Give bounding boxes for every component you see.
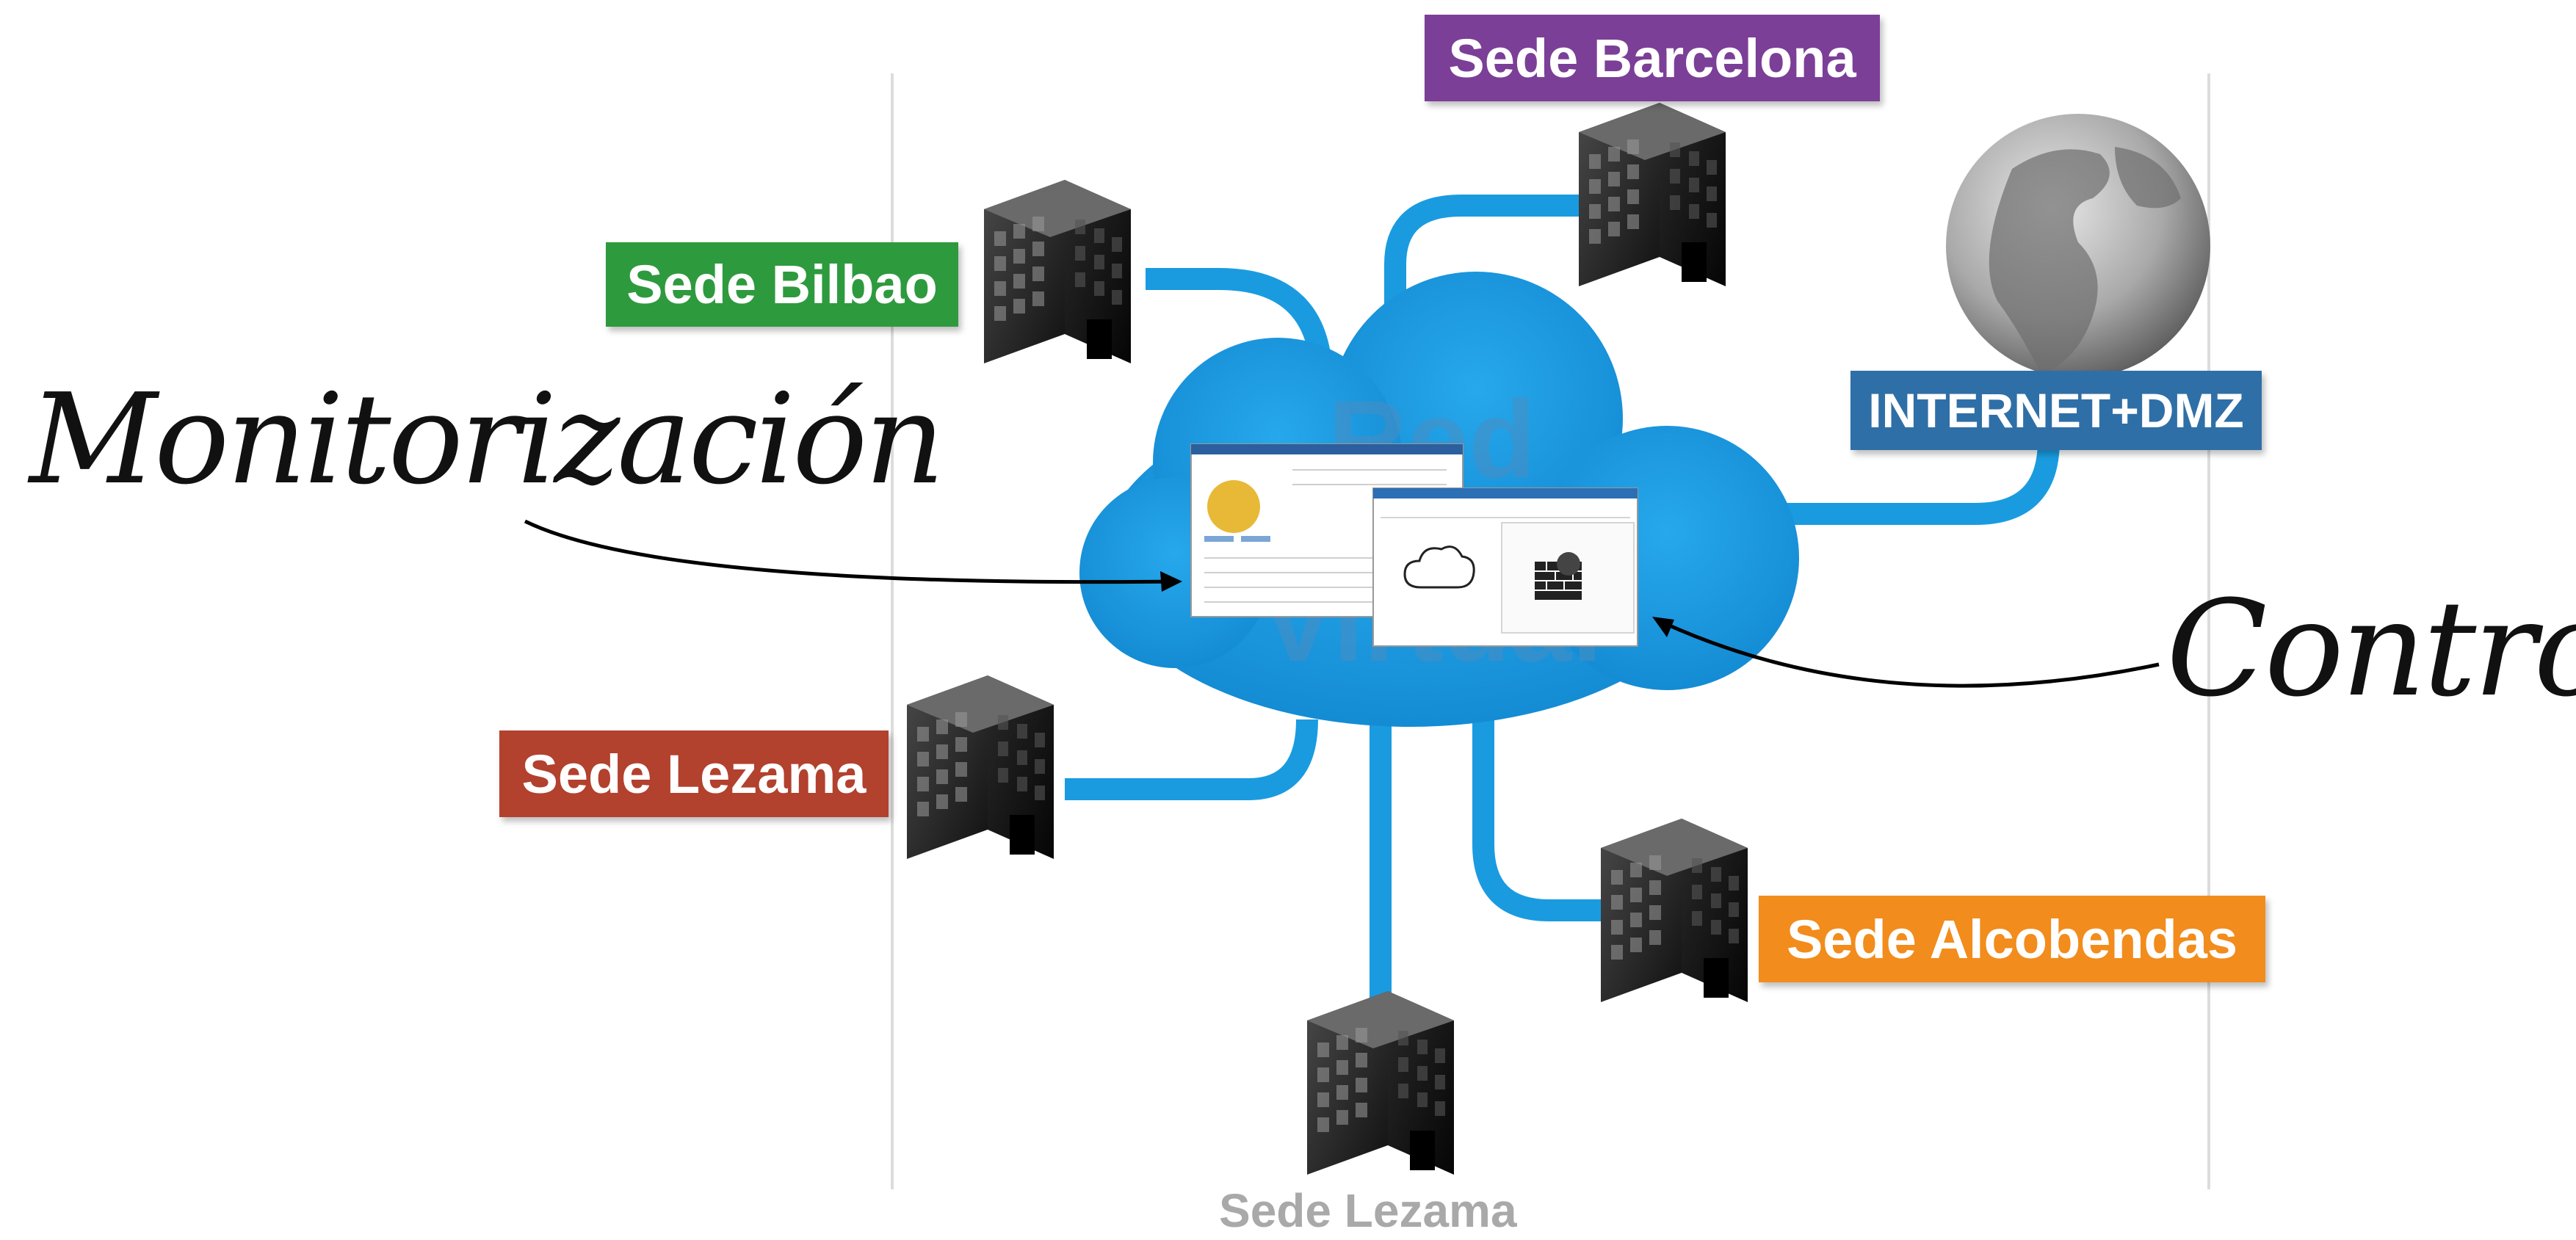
site-label-lezama-left: Sede Lezama: [499, 730, 889, 817]
control-arrowhead: [1652, 617, 1674, 637]
monitoring-annotation: Monitorización: [29, 367, 945, 512]
building-lezama-bottom-icon: [1307, 991, 1454, 1175]
building-lezama-left-icon: [907, 675, 1054, 859]
control-screenshot: [1372, 487, 1638, 647]
pipe-lezama-left: [1065, 719, 1318, 800]
pipe-alcobendas: [1472, 661, 1608, 921]
control-annotation: Control: [2166, 573, 2576, 726]
pipe-barcelona: [1384, 195, 1593, 330]
control-arrow: [1657, 618, 2160, 688]
monitoring-arrow: [524, 519, 1179, 584]
globe-icon: [1946, 114, 2210, 378]
small-cloud-icon: [1403, 545, 1475, 589]
internet-dmz-label: INTERNET+DMZ: [1850, 371, 2262, 450]
site-label-alcobendas: Sede Alcobendas: [1759, 896, 2265, 982]
building-alcobendas-icon: [1601, 819, 1748, 1002]
pipe-internet: [1718, 411, 2060, 525]
building-barcelona-icon: [1579, 103, 1726, 286]
site-label-barcelona: Sede Barcelona: [1425, 15, 1880, 101]
site-label-lezama-bottom: Sede Lezama: [1219, 1184, 1517, 1237]
monitoring-arrowhead: [1160, 571, 1182, 592]
firewall-icon: [1535, 552, 1582, 600]
building-bilbao-icon: [984, 180, 1131, 363]
annotation-arrows: [524, 519, 2160, 688]
site-label-bilbao: Sede Bilbao: [606, 242, 958, 327]
network-pipes: [1065, 195, 2060, 998]
